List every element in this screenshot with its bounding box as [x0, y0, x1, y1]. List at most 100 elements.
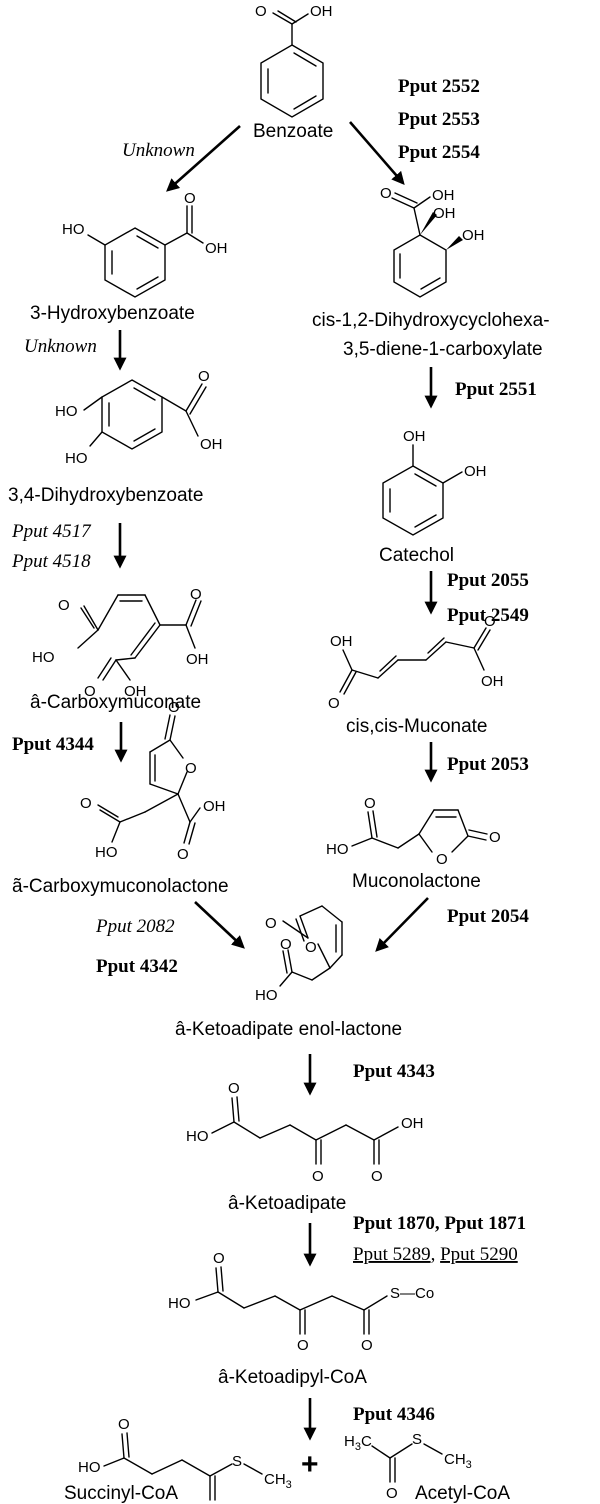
- enzyme-unknown-1: Unknown: [122, 140, 195, 161]
- atom-oh: OH: [403, 428, 426, 445]
- atom-o: O: [118, 1416, 130, 1433]
- atom-oh: OH: [205, 240, 228, 257]
- atom-o: O: [364, 795, 376, 812]
- enzyme-pput-2554: Pput 2554: [398, 142, 480, 163]
- atom-o: O: [380, 185, 392, 202]
- enzyme-separator: ,: [431, 1244, 441, 1265]
- carboxymuconolactone-structure: O O O HO OH O: [80, 699, 226, 863]
- atom-o: O: [190, 586, 202, 603]
- carboxymuconate-structure: O HO O OH O OH: [32, 586, 209, 700]
- atom-ho: HO: [62, 221, 85, 238]
- atom-oh: OH: [310, 3, 333, 20]
- atom-h: H: [344, 1433, 355, 1450]
- arrow-carboxymuconolactone-to-ketoadipate-enol-lactone: [194, 901, 245, 949]
- arrow-benzoate-to-diol: [349, 121, 405, 185]
- atom-ho: HO: [186, 1128, 209, 1145]
- enzyme-pput-2054: Pput 2054: [447, 906, 529, 927]
- atom-ho: HO: [326, 841, 349, 858]
- atom-o: O: [80, 795, 92, 812]
- atom-o: O: [228, 1080, 240, 1097]
- enzyme-pput-4344: Pput 4344: [12, 734, 94, 755]
- enzyme-pput-2053: Pput 2053: [447, 754, 529, 775]
- enzyme-pput-4346: Pput 4346: [353, 1404, 435, 1425]
- atom-oh: OH: [330, 633, 353, 650]
- atom-oh: OH: [200, 436, 223, 453]
- ketoadipate-structure: O HO O O OH: [186, 1080, 424, 1185]
- atom-o: O: [184, 190, 196, 207]
- arrow-muconolactone-to-ketoadipate-enol-lactone: [375, 897, 429, 952]
- enzyme-pput-2551: Pput 2551: [455, 379, 537, 400]
- atom-o: O: [177, 846, 189, 863]
- enzyme-pput-4518: Pput 4518: [11, 551, 91, 572]
- enzyme-pput-2082: Pput 2082: [95, 916, 175, 937]
- compound-ketoadipate: â-Ketoadipate: [228, 1193, 346, 1214]
- succinyl-coa-structure: O HO S CH3: [78, 1416, 292, 1501]
- 3-4-dihydroxybenzoate-structure: O OH HO HO: [55, 368, 223, 467]
- atom-oh: OH: [462, 227, 485, 244]
- atom-o: O: [255, 3, 267, 20]
- subscript-3: 3: [466, 1459, 472, 1471]
- atom-o: O: [489, 829, 501, 846]
- muconolactone-structure: O HO O O: [326, 795, 501, 868]
- enzyme-pput-4342: Pput 4342: [96, 956, 178, 977]
- atom-o: O: [198, 368, 210, 385]
- atom-o: O: [297, 1337, 309, 1354]
- compound-carboxymuconolactone: ã-Carboxymuconolactone: [12, 876, 229, 897]
- atom-ch: CH: [264, 1471, 286, 1488]
- enzyme-pput-2549: Pput 2549: [447, 605, 529, 626]
- enzyme-unknown-2: Unknown: [24, 336, 97, 357]
- atom-o: O: [361, 1337, 373, 1354]
- methyl-group: H3C: [344, 1433, 372, 1453]
- atom-s: S: [232, 1453, 242, 1470]
- enzyme-pput-2553: Pput 2553: [398, 109, 480, 130]
- 3-hydroxybenzoate-structure: O OH HO: [62, 190, 228, 298]
- atom-ho: HO: [32, 649, 55, 666]
- diol-structure: O OH OH OH: [380, 185, 485, 298]
- compound-carboxymuconate: â-Carboxymuconate: [30, 692, 201, 713]
- atom-ho: HO: [168, 1295, 191, 1312]
- atom-ch: CH: [444, 1451, 466, 1468]
- enzyme-pput-5290: Pput 5290: [440, 1244, 518, 1265]
- compound-3-4-dihydroxybenzoate: 3,4-Dihydroxybenzoate: [8, 485, 203, 506]
- enzyme-pput-2055: Pput 2055: [447, 570, 529, 591]
- enzyme-pput-2552: Pput 2552: [398, 76, 480, 97]
- atom-o: O: [58, 597, 70, 614]
- atom-o: O: [213, 1250, 225, 1267]
- atom-oh: OH: [432, 187, 455, 204]
- enzyme-pput-5289-5290: Pput 5289, Pput 5290: [353, 1244, 518, 1265]
- compound-succinyl-coa: Succinyl-CoA: [64, 1483, 178, 1504]
- atom-oh: OH: [186, 651, 209, 668]
- atom-o: O: [280, 936, 292, 953]
- atom-oh: OH: [124, 683, 147, 700]
- compound-acetyl-coa: Acetyl-CoA: [415, 1483, 510, 1504]
- methyl-group: CH3: [264, 1471, 292, 1491]
- arrow-benzoate-to-3-hydroxybenzoate: [166, 125, 241, 192]
- compound-3-hydroxybenzoate: 3-Hydroxybenzoate: [30, 303, 195, 324]
- atom-ho: HO: [255, 987, 278, 1004]
- atom-o: O: [185, 760, 197, 777]
- enzyme-pput-1870-1871: Pput 1870, Pput 1871: [353, 1213, 526, 1234]
- compound-diol-line-2: 3,5-diene-1-carboxylate: [343, 339, 543, 360]
- atom-o: O: [305, 939, 317, 956]
- atom-oh: OH: [464, 463, 487, 480]
- atom-oh: OH: [203, 798, 226, 815]
- compound-ketoadipate-enol-lactone: â-Ketoadipate enol-lactone: [175, 1019, 402, 1040]
- atom-o: O: [328, 695, 340, 712]
- atom-ho: HO: [65, 450, 88, 467]
- atom-o: O: [265, 915, 277, 932]
- enzyme-pput-5289: Pput 5289: [353, 1244, 431, 1265]
- catechol-structure: OH OH: [382, 428, 487, 536]
- compound-ketoadipyl-coa: â-Ketoadipyl-CoA: [218, 1367, 367, 1388]
- plus-sign: +: [301, 1448, 319, 1481]
- atom-o: O: [312, 1168, 324, 1185]
- atom-oh: OH: [401, 1115, 424, 1132]
- atom-o: O: [168, 699, 180, 716]
- atom-o: O: [84, 683, 96, 700]
- subscript-3: 3: [286, 1479, 292, 1491]
- atom-ho: HO: [55, 403, 78, 420]
- ketoadipate-enol-lactone-structure: O O O HO: [255, 905, 343, 1004]
- ketoadipyl-coa-structure: O HO O O S—Co: [168, 1250, 434, 1354]
- atom-ho: HO: [78, 1459, 101, 1476]
- compound-muconolactone: Muconolactone: [352, 871, 481, 892]
